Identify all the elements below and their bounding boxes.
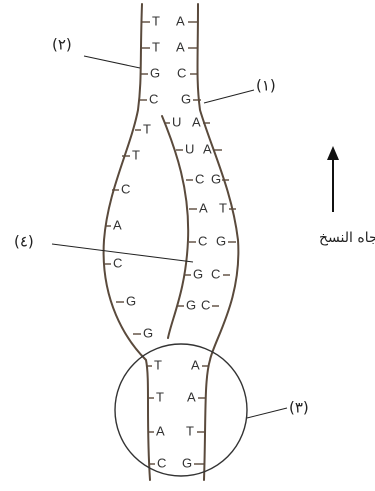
direction-label: اتجاه النسخ (319, 230, 375, 246)
leader-line-1 (204, 90, 254, 103)
base-letter: G (182, 455, 192, 470)
dna-template-strand (104, 4, 150, 480)
transcription-direction: اتجاه النسخ (319, 146, 375, 246)
label-3-group: (٣) (247, 399, 309, 419)
promoter-circle (115, 344, 247, 476)
base-letter: G (143, 325, 153, 340)
label-2-group: (٢) (52, 36, 140, 69)
leader-line-3 (247, 408, 287, 418)
base-letter: A (199, 200, 208, 215)
base-letter: A (176, 13, 185, 28)
leader-line-2 (84, 56, 140, 68)
up-arrow-icon (327, 146, 339, 160)
bottom-base-pairs: T A T A A T C G (146, 357, 209, 470)
base-letter: C (149, 91, 158, 106)
base-letter: U (185, 141, 194, 156)
base-letter: C (121, 181, 130, 196)
base-letter: T (186, 423, 194, 438)
base-letter: G (181, 91, 191, 106)
label-4: (٤) (14, 233, 34, 251)
base-letter: T (156, 389, 164, 404)
base-letter: T (152, 13, 160, 28)
base-letter: A (192, 114, 201, 129)
base-letter: G (186, 297, 196, 312)
base-letter: G (150, 65, 160, 80)
base-letter: C (177, 65, 186, 80)
base-letter: G (211, 171, 221, 186)
rna-dna-pairs: U A U A C G A T C G G C G C (164, 114, 236, 312)
base-letter: C (211, 266, 220, 281)
leader-line-4 (52, 244, 193, 262)
base-letter: T (154, 357, 162, 372)
base-letter: U (172, 114, 181, 129)
base-letter: A (113, 217, 122, 232)
base-letter: C (201, 297, 210, 312)
base-letter: T (132, 147, 140, 162)
label-2: (٢) (52, 36, 72, 54)
base-letter: A (176, 39, 185, 54)
base-letter: A (156, 423, 165, 438)
base-letter: C (113, 255, 122, 270)
base-letter: C (198, 233, 207, 248)
label-1: (١) (256, 77, 276, 95)
base-letter: A (187, 389, 196, 404)
base-letter: C (157, 455, 166, 470)
label-1-group: (١) (204, 77, 276, 104)
label-3: (٣) (289, 399, 309, 417)
base-letter: G (126, 293, 136, 308)
base-letter: A (203, 141, 212, 156)
base-letter: A (191, 357, 200, 372)
base-letter: G (216, 233, 226, 248)
base-letter: G (193, 266, 203, 281)
base-letter: T (219, 200, 227, 215)
base-letter: T (143, 121, 151, 136)
base-letter: C (195, 171, 204, 186)
base-letter: T (152, 39, 160, 54)
top-base-pairs: T A T A G C C G (139, 13, 201, 106)
